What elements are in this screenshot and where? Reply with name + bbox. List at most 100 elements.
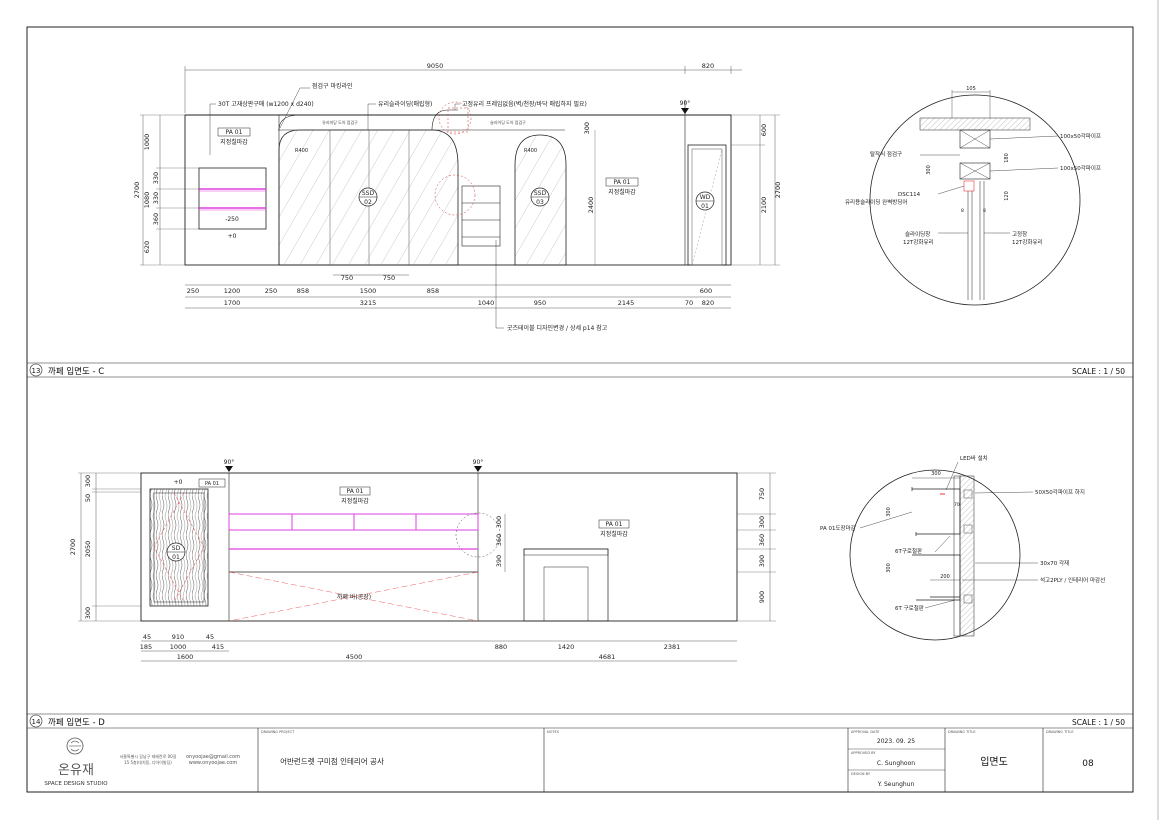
- svg-text:330: 330: [152, 172, 160, 184]
- tag-ssd-02: SSD 02: [358, 187, 378, 207]
- svg-text:LED바 설치: LED바 설치: [960, 454, 988, 462]
- svg-text:2700: 2700: [774, 182, 782, 199]
- svg-text:200: 200: [940, 574, 950, 580]
- svg-text:600: 600: [700, 287, 712, 295]
- elev-c-top-dims: 9050 820: [184, 62, 742, 113]
- svg-text:2700: 2700: [133, 182, 141, 199]
- elev-d-finish-code-2: PA 01: [347, 488, 364, 495]
- view-13-title: 까페 입면도 - C: [48, 366, 104, 377]
- svg-text:858: 858: [427, 287, 439, 295]
- counter-label: 까페 바(공장): [337, 593, 371, 601]
- address-line-2: 15 5층(대치동, 디아이빌딩): [124, 759, 172, 765]
- svg-text:858: 858: [297, 287, 309, 295]
- svg-text:105: 105: [966, 86, 976, 92]
- svg-text:1500: 1500: [360, 287, 377, 295]
- svg-text:390: 390: [758, 555, 766, 567]
- radius-label-2: R400: [524, 148, 537, 154]
- svg-text:900: 900: [758, 591, 766, 603]
- svg-text:1040: 1040: [478, 299, 495, 307]
- elevation-c: SSD 02 SSD 03 WD 01 PA 01 지정칠마감 PA 01 지정…: [133, 62, 782, 332]
- svg-text:1600: 1600: [177, 653, 194, 661]
- svg-text:APPROVED BY: APPROVED BY: [851, 751, 876, 755]
- svg-text:30x70 각재: 30x70 각재: [1040, 559, 1069, 567]
- elev-d-finish-text-3: 지정칠마감: [600, 530, 628, 538]
- elev-d-bottom-dims: 45 910 45 880 1420 2381 185 1000 415 160…: [140, 633, 737, 662]
- svg-text:70: 70: [685, 299, 693, 307]
- window-level-zero: +0: [228, 233, 237, 240]
- svg-text:슬라이딩창: 슬라이딩창: [905, 230, 930, 238]
- svg-text:70: 70: [954, 502, 960, 508]
- door-label-1: 유리미닫 도어 점검구: [322, 119, 358, 125]
- svg-text:250: 250: [187, 287, 199, 295]
- elev-c-left-dims: 1000 330 1080 330 360 620 2700: [133, 114, 200, 266]
- svg-text:390: 390: [495, 555, 503, 567]
- svg-text:950: 950: [534, 299, 546, 307]
- svg-text:탈작식 점검구: 탈작식 점검구: [870, 150, 902, 158]
- svg-text:1080: 1080: [143, 192, 151, 209]
- svg-text:3215: 3215: [360, 299, 377, 307]
- view-13-titlebar: 13 까페 입면도 - C SCALE : 1 / 50: [27, 362, 1133, 378]
- svg-text:910: 910: [172, 633, 184, 641]
- svg-text:880: 880: [495, 643, 507, 651]
- title-block: 온유재 SPACE DESIGN STUDIO 서울특별시 강남구 테헤란로 0…: [44, 728, 1094, 792]
- drawing-title: 입면도: [980, 755, 1008, 768]
- svg-text:750: 750: [383, 274, 395, 282]
- svg-text:점검구 마킹라인: 점검구 마킹라인: [312, 82, 353, 90]
- tag-sd-01: SD 01: [166, 542, 186, 562]
- svg-text:2100: 2100: [760, 197, 768, 214]
- svg-text:360: 360: [495, 534, 503, 546]
- svg-text:NOTES: NOTES: [547, 730, 560, 734]
- svg-text:1000: 1000: [170, 643, 187, 651]
- svg-text:300: 300: [495, 516, 503, 528]
- svg-text:DRAWING TITLE: DRAWING TITLE: [1046, 730, 1074, 734]
- tag-wd-01: WD 01: [695, 191, 715, 211]
- svg-text:12T강화유리: 12T강화유리: [1012, 238, 1043, 246]
- svg-text:360: 360: [152, 213, 160, 225]
- svg-text:90°: 90°: [224, 459, 235, 466]
- svg-text:250: 250: [265, 287, 277, 295]
- svg-text:820: 820: [702, 299, 714, 307]
- svg-text:600: 600: [760, 124, 768, 136]
- svg-text:DSC114: DSC114: [898, 192, 921, 198]
- inner-dim-2400: 2400: [587, 197, 595, 214]
- svg-text:330: 330: [152, 192, 160, 204]
- window-level-low: -250: [225, 216, 239, 223]
- svg-text:SSD: SSD: [362, 190, 375, 197]
- elev-d-shelf-dims: 300 360 390: [495, 514, 506, 572]
- project-name: 어반런드렛 구미점 인테리어 공사: [280, 756, 384, 766]
- svg-text:6T구로철판: 6T구로철판: [895, 547, 922, 555]
- svg-text:DRAWING PROJECT: DRAWING PROJECT: [261, 730, 295, 734]
- svg-text:2145: 2145: [618, 299, 635, 307]
- inner-dim-300: 300: [583, 122, 591, 134]
- svg-text:WD: WD: [700, 194, 711, 201]
- svg-text:SD: SD: [172, 545, 181, 552]
- svg-text:APPROVAL DATE: APPROVAL DATE: [851, 730, 879, 734]
- svg-text:300: 300: [926, 165, 932, 175]
- detail-d: LED바 설치 50X50각파이프 하지 PA 01도장마감 6T구로철판 30…: [820, 454, 1105, 641]
- svg-text:750: 750: [341, 274, 353, 282]
- svg-text:고정창: 고정창: [1012, 230, 1027, 238]
- elev-c-bottom-dims: 250 1200 250 858 750 750 858 600 1500 17…: [185, 274, 731, 309]
- svg-text:1000: 1000: [143, 134, 151, 151]
- svg-text:03: 03: [536, 199, 544, 206]
- svg-text:8: 8: [961, 208, 964, 214]
- svg-text:2381: 2381: [664, 643, 681, 651]
- svg-text:300: 300: [84, 475, 92, 487]
- elev-d-finish-code-1: PA 01: [205, 481, 219, 487]
- svg-text:02: 02: [364, 199, 372, 206]
- svg-text:4500: 4500: [346, 653, 363, 661]
- svg-text:45: 45: [206, 633, 214, 641]
- drawing-number: 08: [1082, 759, 1094, 769]
- svg-text:4681: 4681: [599, 653, 616, 661]
- elev-d-wall: [140, 472, 738, 622]
- elev-d-right-dims: 750 300 360 390 900: [737, 472, 776, 622]
- svg-text:820: 820: [702, 62, 714, 70]
- studio-website: www.onyoojae.com: [189, 760, 238, 766]
- svg-text:DESIGN BY: DESIGN BY: [851, 772, 871, 776]
- svg-text:360: 360: [758, 534, 766, 546]
- svg-text:굿즈테이블 디자인변경 / 상세 p14 참고: 굿즈테이블 디자인변경 / 상세 p14 참고: [507, 324, 608, 332]
- elev-d-level: +0: [174, 479, 183, 486]
- svg-text:1200: 1200: [224, 287, 241, 295]
- callouts-c: 점검구 마킹라인 30T 고재상판구매 (w1200 x d240) 유리슬라이…: [209, 82, 690, 332]
- svg-text:고정유리 프레임없음(벽/천장/바닥 매립하지 필요): 고정유리 프레임없음(벽/천장/바닥 매립하지 필요): [462, 100, 587, 108]
